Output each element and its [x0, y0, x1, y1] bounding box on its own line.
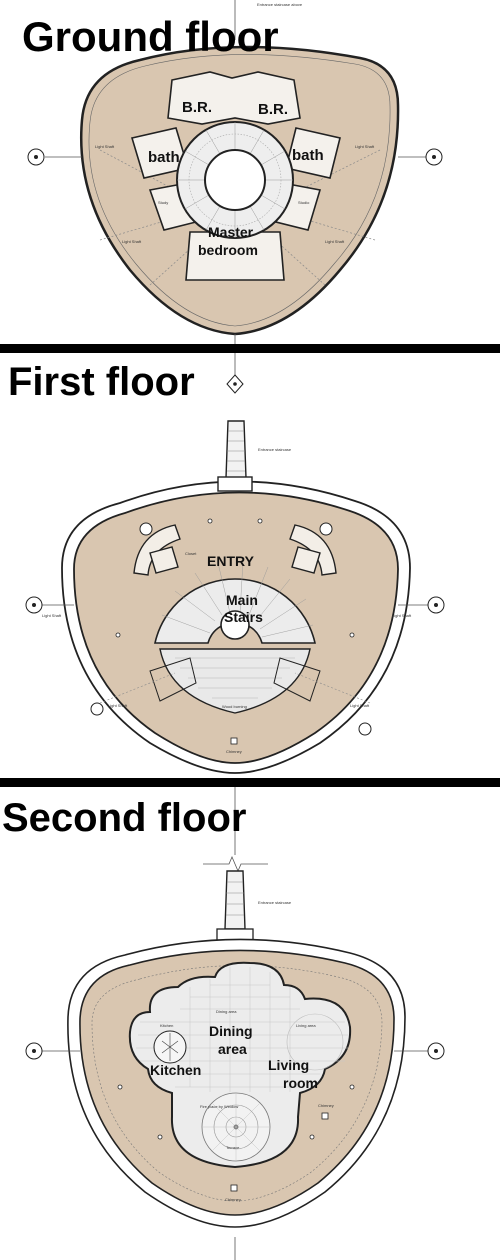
- room-label-bedroom-left: B.R.: [182, 99, 212, 116]
- ground-stair-ring: [188, 133, 282, 227]
- ground-floor-plan: Entrance staircase above: [27, 0, 443, 344]
- room-label-kitchen: Kitchen: [150, 1062, 201, 1078]
- note-light-shaft-ul: Light Shaft: [95, 144, 115, 149]
- note-light-shaft-ll: Light Shaft: [122, 239, 142, 244]
- note-first-light-shaft-r: Light Shaft: [392, 613, 412, 618]
- entrance-above-note: Entrance staircase above: [257, 2, 303, 7]
- first-right-marker: [398, 596, 445, 614]
- note-fire-place: Fire place by Window: [200, 1104, 238, 1109]
- room-label-bath-left: bath: [148, 149, 180, 166]
- living-room-circle: [286, 1013, 344, 1071]
- second-floor-plan: Entrance staircase: [25, 787, 445, 1260]
- kitchen-island: [153, 1030, 187, 1064]
- ground-stair-core: [204, 149, 266, 211]
- note-second-chimney-2: Chimney: [318, 1103, 334, 1108]
- second-floor-dashed: [91, 965, 383, 1202]
- note-light-shaft-ur: Light Shaft: [355, 144, 375, 149]
- ground-rooms-walls: [130, 71, 341, 281]
- second-axis-break: [203, 787, 268, 1260]
- note-entrance-staircase: Entrance staircase: [258, 447, 292, 452]
- top-section-marker: [226, 353, 244, 394]
- first-left-marker: [25, 596, 74, 614]
- second-floor-panel: Entrance staircase: [0, 787, 500, 1260]
- second-left-marker: [25, 1042, 80, 1060]
- room-label-bedroom-right: B.R.: [258, 101, 288, 118]
- first-dashed-lines: [99, 672, 371, 704]
- second-columns: [117, 1084, 355, 1192]
- first-floor-plan: Entrance staircase: [25, 353, 445, 774]
- landing-lines: [175, 657, 295, 699]
- lower-stair-landing: [159, 648, 311, 714]
- first-corner-markers: [90, 522, 372, 736]
- terrace: [201, 1092, 271, 1162]
- main-stair-treads: [161, 560, 314, 638]
- note-studio: Studio: [298, 200, 310, 205]
- floor-title-second: Second floor: [2, 796, 247, 840]
- room-label-main-stairs-1: Main: [226, 592, 258, 608]
- first-light-shafts: [149, 657, 321, 702]
- room-label-main-stairs-2: Stairs: [224, 609, 263, 625]
- note-second-chimney: Chimney: [225, 1197, 241, 1202]
- room-label-entry: ENTRY: [207, 553, 255, 569]
- section-divider-2: [0, 778, 500, 787]
- note-light-shaft-lr: Light Shaft: [325, 239, 345, 244]
- floor-title-first: First floor: [8, 360, 195, 404]
- note-wood-burning: Wood burning: [222, 704, 247, 709]
- floor-title-ground: Ground floor: [22, 13, 279, 60]
- room-label-master-2: bedroom: [198, 242, 258, 258]
- second-right-marker: [394, 1042, 445, 1060]
- note-closet: Closet: [185, 551, 197, 556]
- entrance-staircase: [225, 420, 247, 479]
- left-section-marker: [27, 148, 82, 166]
- note-first-light-shaft-l: Light Shaft: [42, 613, 62, 618]
- note-living-small: Living area: [296, 1023, 316, 1028]
- note-first-chimney: Chimney: [226, 749, 242, 754]
- entry-porch: [217, 476, 253, 492]
- room-label-dining-1: Dining: [209, 1023, 253, 1039]
- room-label-living-2: room: [283, 1075, 318, 1091]
- note-terrace: Terrace: [226, 1145, 240, 1150]
- room-label-master-1: Master: [208, 224, 254, 240]
- room-label-dining-2: area: [218, 1041, 247, 1057]
- first-floor-panel: Entrance staircase: [0, 353, 500, 778]
- ground-floor-inner-line: [88, 54, 391, 327]
- first-columns: [115, 518, 355, 745]
- second-living-space: [128, 961, 352, 1169]
- ground-stair-treads: [177, 122, 293, 238]
- note-first-light-shaft-ll: Light Shaft: [108, 703, 128, 708]
- note-dining-small: Dining area: [216, 1009, 237, 1014]
- first-floor-walls: [133, 524, 337, 576]
- note-first-light-shaft-lr: Light Shaft: [350, 703, 370, 708]
- note-study: Study: [158, 200, 168, 205]
- note-kitchen-small: Kitchen: [160, 1023, 173, 1028]
- room-label-bath-right: bath: [292, 147, 324, 164]
- note-second-entrance-staircase: Entrance staircase: [258, 900, 292, 905]
- room-label-living-1: Living: [268, 1057, 309, 1073]
- stair-core: [220, 610, 250, 640]
- right-section-marker: [398, 148, 443, 166]
- section-divider-1: [0, 344, 500, 353]
- second-entrance-staircase: [224, 870, 246, 930]
- ground-floor-panel: Entrance staircase above: [0, 0, 500, 344]
